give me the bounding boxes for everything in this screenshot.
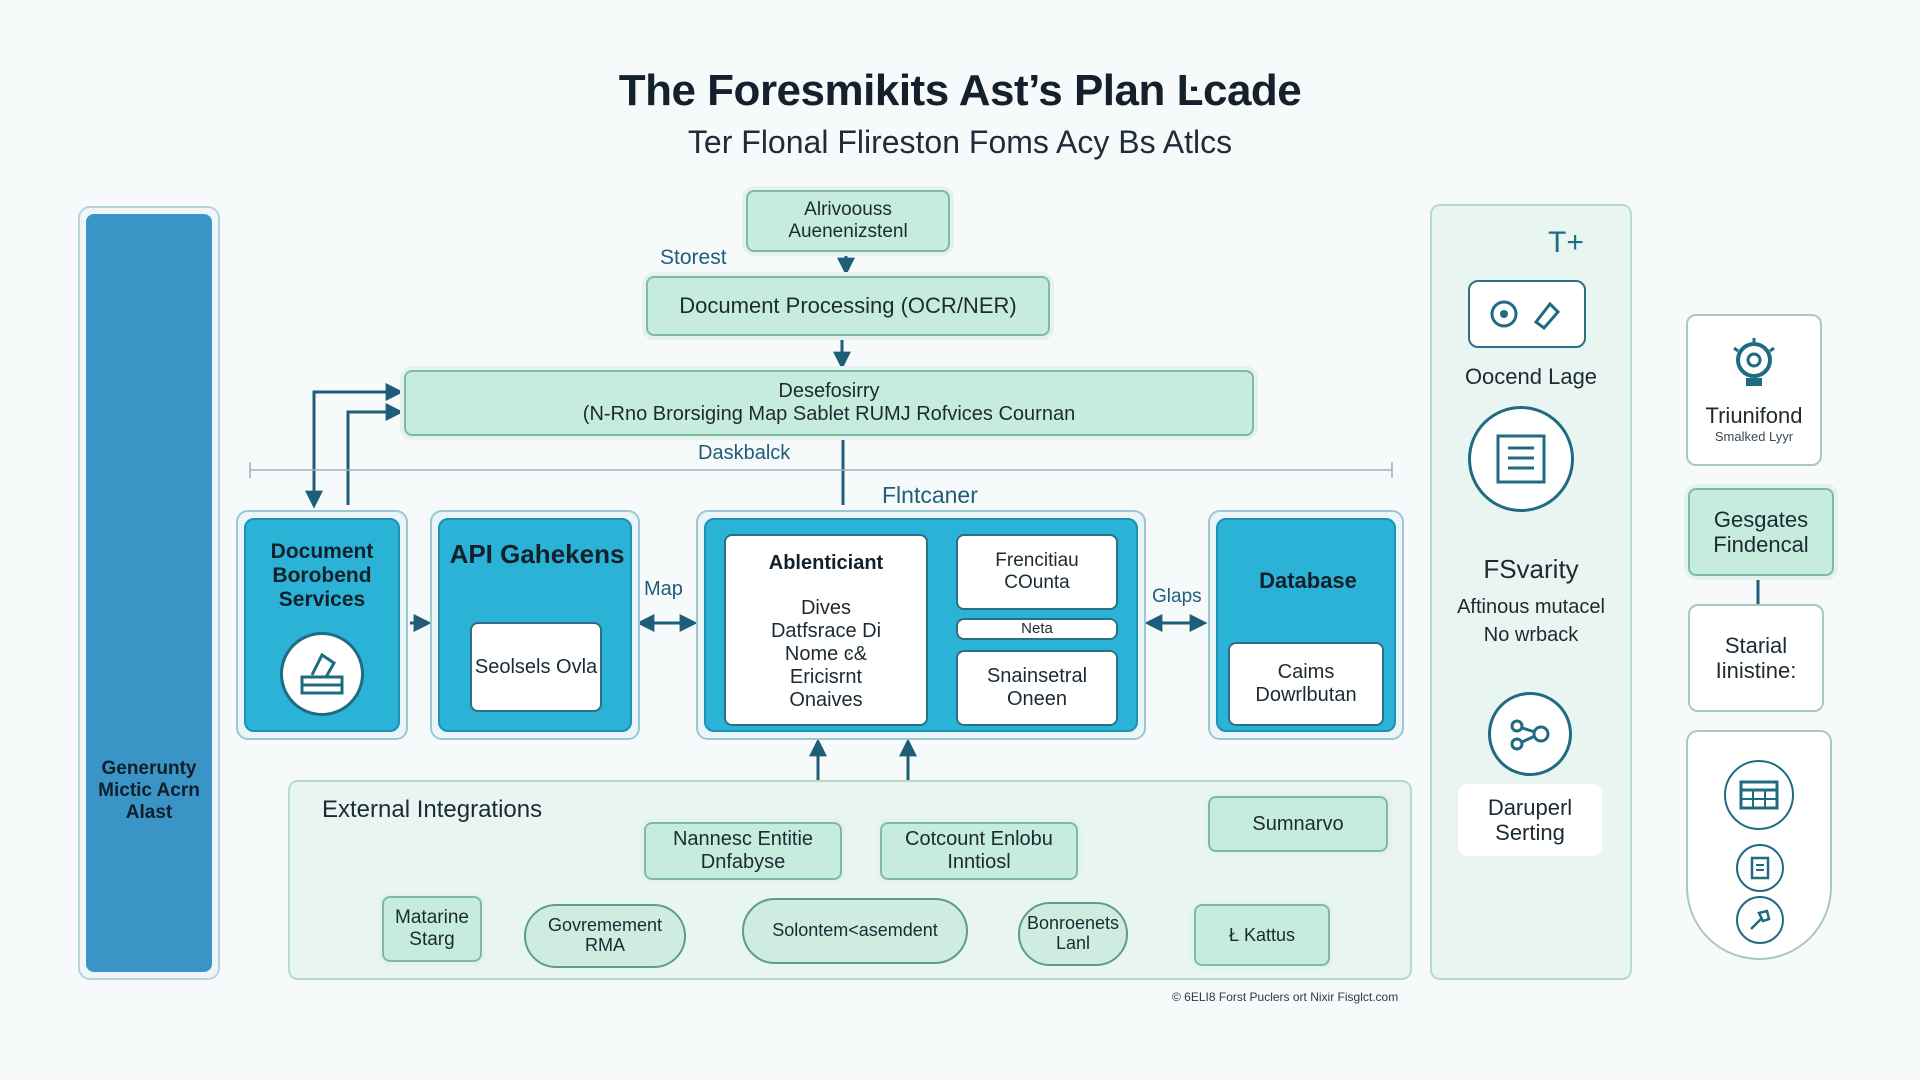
central-left-box: Ablenticiant Dives Datfsrace Di Nome ͼ& … (724, 534, 928, 726)
storest-label: Storest (660, 246, 727, 269)
oocend-lage-label: Oocend Lage (1464, 364, 1598, 389)
triunifond-subtitle: Smalked Lyyr (1714, 429, 1794, 444)
right-panel: T+ Oocend Lage FSvarity Aftinous mutacel… (1430, 204, 1632, 980)
central-right-top-box: Frencitiau COunta (956, 534, 1118, 610)
tplus-icon: T+ (1548, 226, 1584, 259)
nanesc-label: Nannesc Entitie Dnfabyse (672, 828, 814, 873)
coteount-box: Cotcount Enlobu Inntiosl (880, 822, 1078, 880)
network-nodes-icon (1488, 692, 1572, 776)
summary-label: Sumnarvo (1252, 812, 1344, 835)
far-right-icon-pill (1686, 730, 1832, 960)
document-services-module: Document Borobend Services (236, 510, 408, 740)
matarine-label: Matarine Starg (395, 907, 469, 950)
governement-label: Govremement RMA (547, 915, 663, 955)
document-small-icon (1736, 844, 1784, 892)
feedback-label: Daskbalck (698, 442, 791, 464)
central-left-body: Dives Datfsrace Di Nome ͼ& Ericisrnt Ona… (770, 597, 882, 711)
document-processing-label: Document Processing (OCR/NER) (679, 293, 1017, 318)
tool-small-icon (1736, 896, 1784, 944)
nanesc-box: Nannesc Entitie Dnfabyse (644, 822, 842, 880)
central-right-mid-label: Neta (1021, 620, 1053, 638)
borongents-cloud: Bonroenets Lanl (1018, 902, 1128, 966)
daruperi-label: Daruperl Serting (1487, 794, 1573, 845)
central-left-title: Ablenticiant (768, 552, 884, 574)
kattus-box: Ł Kattus (1194, 904, 1330, 966)
left-bar: Generunty Mictic Acrn Alast (78, 206, 220, 980)
gesgates-label: Gesgates Findencal (1713, 506, 1809, 557)
auth-box: Alrivoouss Auenenizstenl (746, 190, 950, 252)
daruperi-card: Daruperl Serting (1458, 784, 1602, 856)
frontend-label: Flntcaner (882, 482, 978, 508)
database-inner-box: Caims Dowrlbutan (1228, 642, 1384, 726)
api-inner-label: Seolsels Ovla (474, 655, 598, 678)
page-subtitle: Ter Flonal Flireston Foms Acy Bs Atlcs (687, 124, 1233, 160)
central-right-bottom-box: Snainsetral Oneen (956, 650, 1118, 726)
fsvarity-subtitle-1: Aftinous mutacel (1457, 596, 1605, 618)
borongents-label: Bonroenets Lanl (1026, 913, 1120, 953)
database-inner-label: Caims Dowrlbutan (1255, 661, 1357, 706)
api-title: API Gahekens (449, 539, 625, 569)
api-inner-box: Seolsels Ovla (470, 622, 602, 712)
solontem-cloud: Solontem<asemdent (742, 898, 968, 964)
repository-box: Desefosirry (N-Rno Brorsiging Map Sablet… (404, 370, 1254, 436)
auth-box-label: Alrivoouss Auenenizstenl (788, 199, 908, 242)
repository-title: Desefosirry (778, 380, 880, 402)
glaps-label: Glaps (1152, 586, 1202, 607)
gear-tools-icon (1490, 300, 1561, 331)
page-title: The Foresmikits Ast’s Plan Ŀcade (618, 66, 1302, 115)
triunifond-card: Triunifond Smalked Lyyr (1686, 314, 1822, 466)
document-stack-icon (280, 632, 364, 716)
solontem-label: Solontem<asemdent (772, 920, 938, 941)
starial-label: Starial Iinistine: (1715, 632, 1797, 683)
table-icon (1724, 760, 1794, 830)
gesgates-box: Gesgates Findencal (1688, 488, 1834, 576)
fsvarity-title: FSvarity (1483, 554, 1579, 584)
triunifond-title: Triunifond (1705, 403, 1803, 428)
map-label: Map (644, 578, 683, 600)
central-right-mid-box: Neta (956, 618, 1118, 640)
external-integrations-title: External Integrations (322, 796, 543, 823)
database-module: Database Caims Dowrlbutan (1208, 510, 1404, 740)
central-module: Ablenticiant Dives Datfsrace Di Nome ͼ& … (696, 510, 1146, 740)
kattus-label: Ł Kattus (1228, 924, 1296, 945)
footer-copyright: © 6ELI8 Forst Puclers ort Nixir Fisglct.… (1172, 990, 1399, 1004)
central-right-bottom-label: Snainsetral Oneen (986, 665, 1088, 710)
matarine-box: Matarine Starg (382, 896, 482, 962)
repository-subtitle: (N-Rno Brorsiging Map Sablet RUMJ Rofvic… (582, 403, 1076, 425)
document-services-label: Document Borobend Services (270, 540, 374, 612)
document-processing-box: Document Processing (OCR/NER) (646, 276, 1050, 336)
fsvarity-subtitle-2: No wrback (1483, 624, 1579, 646)
governement-cloud: Govremement RMA (524, 904, 686, 968)
left-bar-label: Generunty Mictic Acrn Alast (98, 758, 200, 823)
coteount-label: Cotcount Enlobu Inntiosl (905, 828, 1053, 873)
central-right-top-label: Frencitiau COunta (995, 550, 1079, 593)
lightbulb-icon (1726, 336, 1782, 397)
summary-box: Sumnarvo (1208, 796, 1388, 852)
api-module: API Gahekens Seolsels Ovla (430, 510, 640, 740)
starial-card: Starial Iinistine: (1688, 604, 1824, 712)
document-viewer-icon (1468, 406, 1574, 512)
tools-icon-card (1468, 280, 1586, 348)
database-title: Database (1259, 568, 1357, 593)
